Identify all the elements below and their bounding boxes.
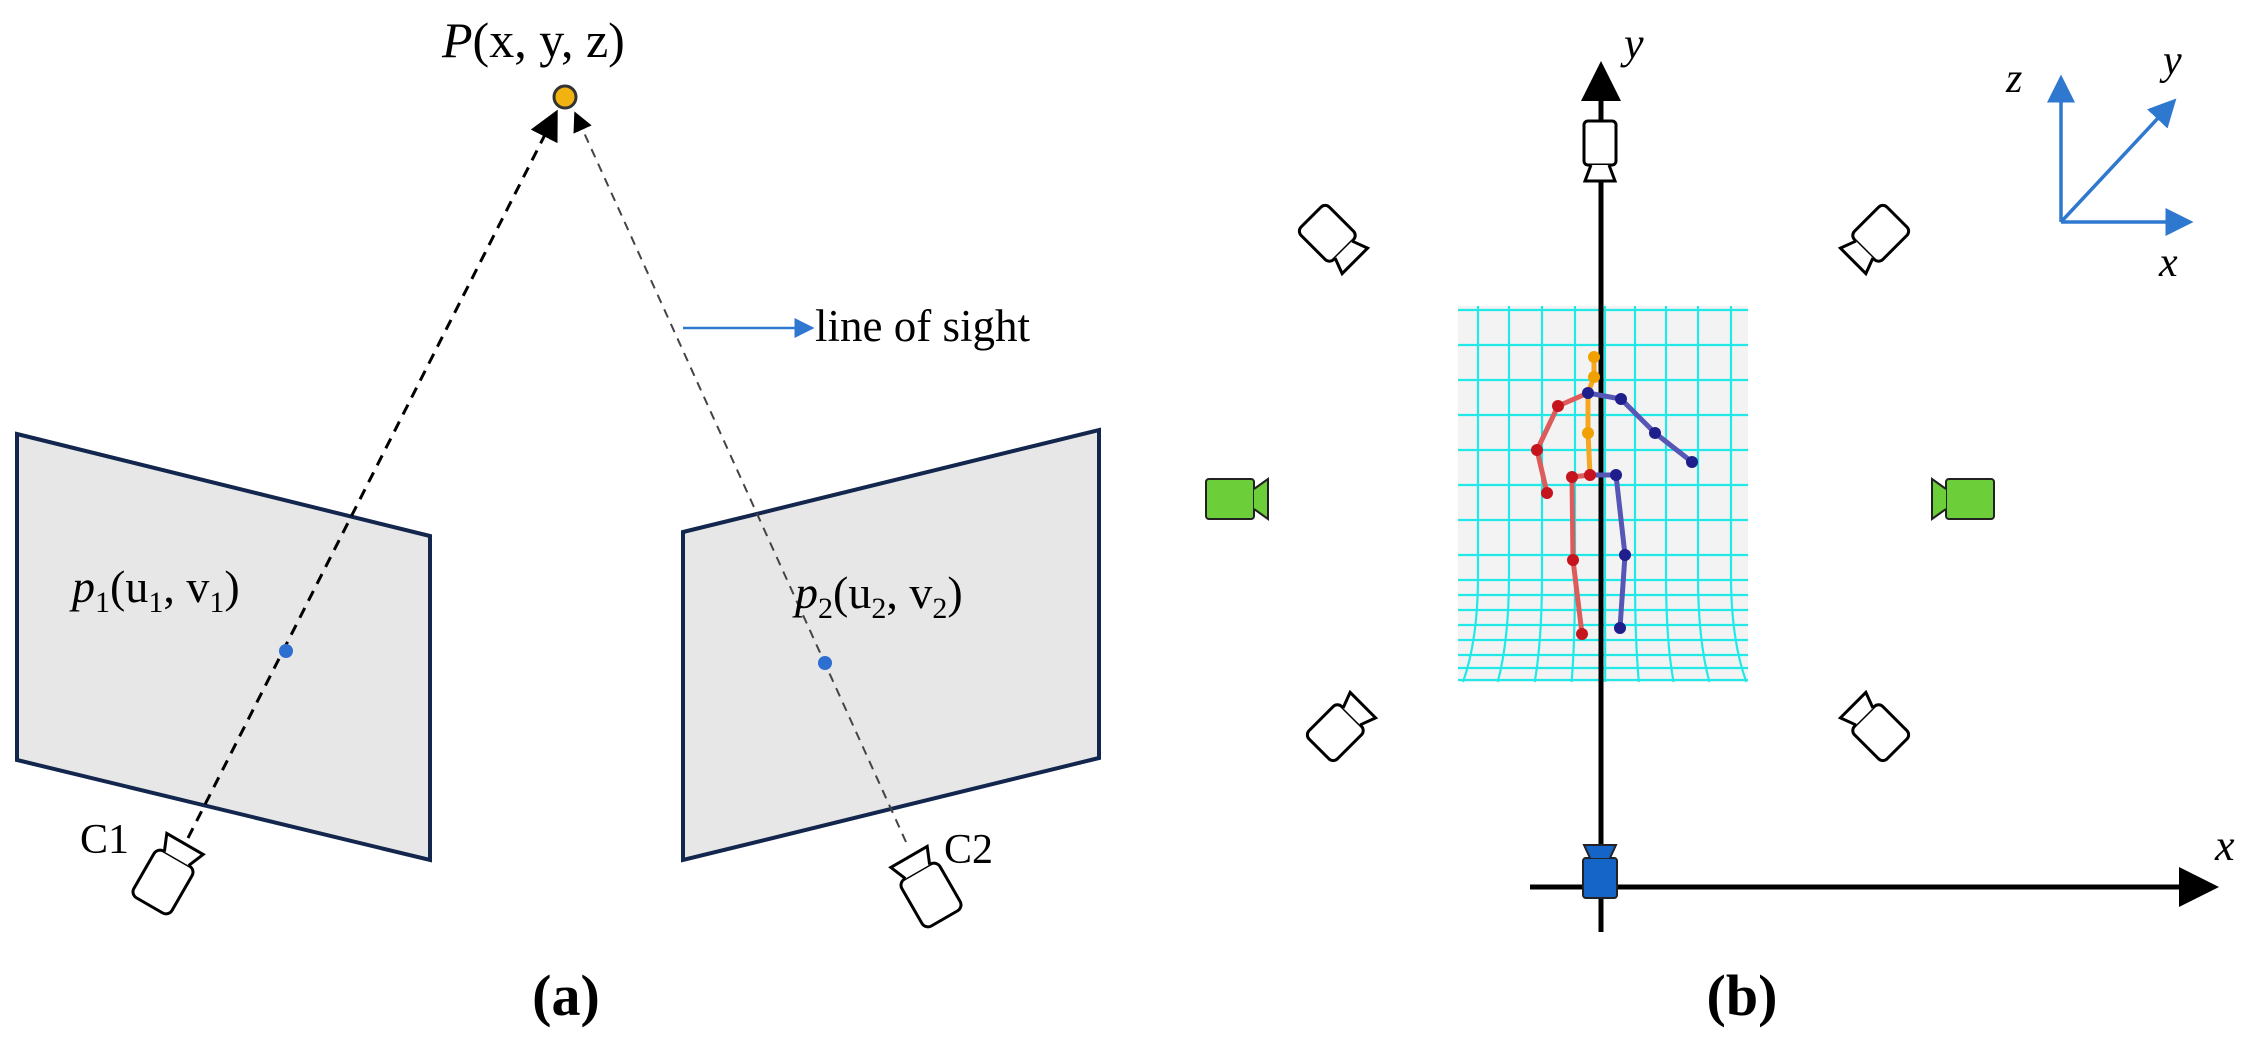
camera-icon [1837,689,1911,763]
axes-x-label: x [2158,240,2178,286]
image-point-p1 [279,644,293,658]
line-of-sight-label: line of sight [815,301,1030,351]
caption-a: (a) [532,963,600,1028]
point-marker-icon [552,84,578,110]
ray-c1 [186,109,558,839]
image-plane-2 [681,427,1101,863]
camera-icon [1297,203,1371,277]
camera-icon [1582,844,1618,899]
camera-icon [1305,689,1379,763]
panel-a: P(x, y, z) line of sight p1(u1, v1) p2(u… [15,12,1101,1028]
point-label: P(x, y, z) [441,12,625,68]
x-axis-label: x [2214,821,2235,870]
camera1-label: C1 [80,817,129,863]
axes-y-label: y [2159,38,2182,84]
camera-icon [1582,119,1618,183]
y-axis-label: y [1620,19,1644,68]
axes-indicator: z y x [2005,38,2194,286]
caption-b: (b) [1707,963,1778,1028]
p2-label: p2(u2, v2) [792,567,963,625]
camera-icon [1205,477,1269,521]
camera2-label: C2 [944,827,993,873]
camera-icon [128,831,206,918]
camera-icon [1931,477,1995,521]
image-point-p2 [818,656,832,670]
p1-label: p1(u1, v1) [69,561,240,619]
skeleton [1531,351,1698,640]
axes-z-label: z [2005,56,2022,102]
panel-b: y x [1205,19,2235,1028]
image-plane-1 [15,431,432,863]
camera-icon [1837,203,1911,277]
ray-c2 [573,111,907,843]
